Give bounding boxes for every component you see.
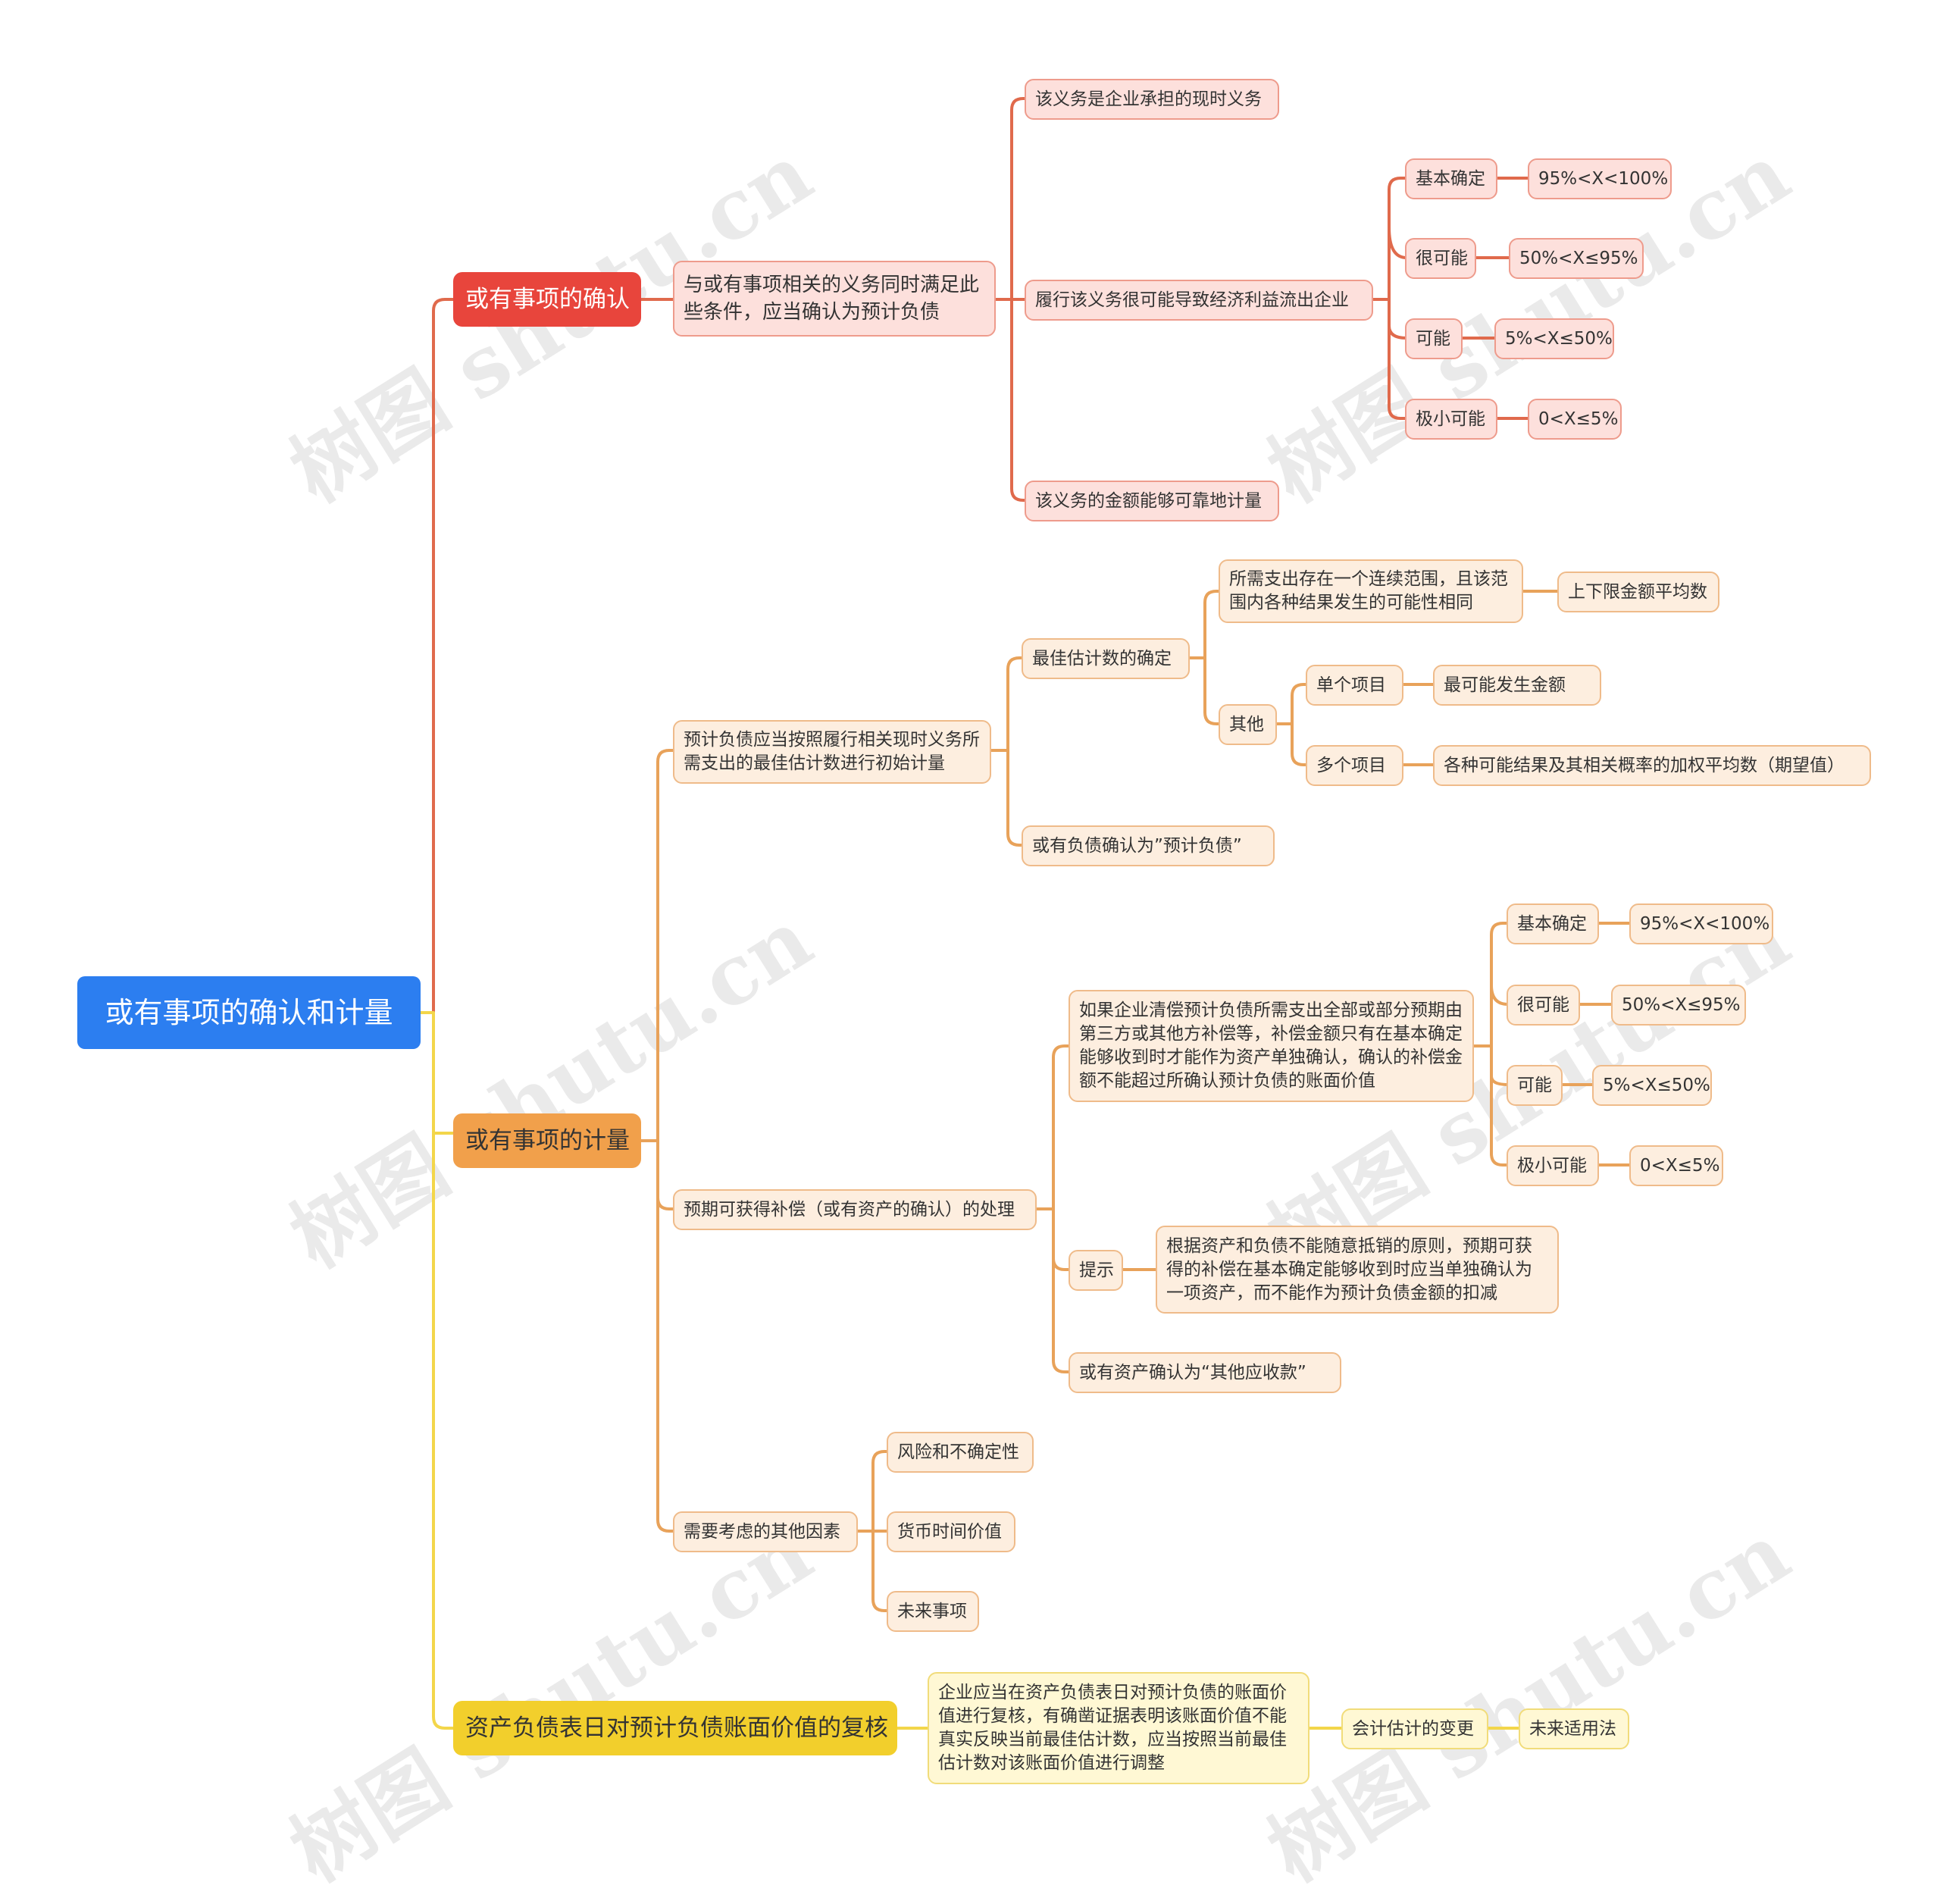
prob-label[interactable]: 很可能 [1507,985,1580,1026]
root-topic[interactable]: 或有事项的确认和计量 [77,976,421,1049]
node-contingent-liability[interactable]: 或有负债确认为”预计负债” [1022,825,1275,866]
node-time-value[interactable]: 货币时间价值 [887,1511,1015,1552]
node-compensation-text[interactable]: 如果企业清偿预计负债所需支出全部或部分预期由第三方或其他方补偿等，补偿金额只有在… [1069,990,1474,1102]
node-continuous-range[interactable]: 所需支出存在一个连续范围，且该范围内各种结果发生的可能性相同 [1219,559,1523,623]
prob-range[interactable]: 5%<X≤50% [1592,1065,1712,1106]
topic-recognition[interactable]: 或有事项的确认 [453,272,641,327]
link-c2-probs [1372,177,1408,301]
node-initial-measurement[interactable]: 预计负债应当按照履行相关现时义务所需支出的最佳估计数进行初始计量 [673,720,991,784]
node-best-estimate[interactable]: 最佳估计数的确定 [1022,638,1190,679]
node-future-events[interactable]: 未来事项 [887,1591,979,1632]
node-present-obligation[interactable]: 该义务是企业承担的现时义务 [1025,79,1279,120]
node-multi-item[interactable]: 多个项目 [1306,745,1403,786]
node-review-text[interactable]: 企业应当在资产负债表日对预计负债的账面价值进行复核，有确凿证据表明该账面价值不能… [928,1672,1310,1784]
node-single-value[interactable]: 最可能发生金额 [1433,665,1601,706]
topic-review[interactable]: 资产负债表日对预计负债账面价值的复核 [453,1701,897,1755]
prob-label[interactable]: 极小可能 [1405,399,1497,440]
prob-range[interactable]: 50%<X≤95% [1509,238,1644,279]
node-estimate-change[interactable]: 会计估计的变更 [1341,1708,1488,1749]
node-hint[interactable]: 提示 [1069,1250,1123,1291]
prob-range[interactable]: 0<X≤5% [1528,399,1622,440]
prob-label[interactable]: 基本确定 [1507,903,1599,944]
node-average[interactable]: 上下限金额平均数 [1557,572,1719,612]
link-condition-c3 [1010,298,1032,502]
connector-lines [419,97,1632,1730]
node-reliable-measure[interactable]: 该义务的金额能够可靠地计量 [1025,481,1279,521]
node-contingent-asset[interactable]: 或有资产确认为“其他应收款” [1069,1352,1341,1393]
link-root-review [432,1132,456,1730]
prob-range[interactable]: 95%<X<100% [1528,158,1672,199]
prob-range[interactable]: 5%<X≤50% [1494,318,1614,359]
topic-measurement[interactable]: 或有事项的计量 [453,1113,641,1168]
node-hint-text[interactable]: 根据资产和负债不能随意抵销的原则，预期可获得的补偿在基本确定能够收到时应当单独确… [1156,1226,1559,1314]
link-condition-c1 [994,97,1032,301]
prob-label[interactable]: 可能 [1405,318,1463,359]
link-root-recognition [419,298,456,1014]
node-prospective[interactable]: 未来适用法 [1519,1708,1629,1749]
prob-range[interactable]: 0<X≤5% [1629,1145,1723,1186]
node-recognition-condition[interactable]: 与或有事项相关的义务同时满足此些条件，应当确认为预计负债 [673,261,996,337]
prob-label[interactable]: 基本确定 [1405,158,1497,199]
node-multi-value[interactable]: 各种可能结果及其相关概率的加权平均数（期望值） [1433,745,1871,786]
node-risk[interactable]: 风险和不确定性 [887,1432,1034,1473]
node-outflow-probable[interactable]: 履行该义务很可能导致经济利益流出企业 [1025,280,1373,321]
prob-range[interactable]: 95%<X<100% [1629,903,1773,944]
node-other-factors[interactable]: 需要考虑的其他因素 [673,1511,858,1552]
prob-label[interactable]: 极小可能 [1507,1145,1599,1186]
node-other[interactable]: 其他 [1219,704,1277,745]
link-root-measurement [419,1011,456,1135]
prob-label[interactable]: 很可能 [1405,238,1476,279]
prob-label[interactable]: 可能 [1507,1065,1563,1106]
prob-range[interactable]: 50%<X≤95% [1611,985,1746,1026]
node-compensation[interactable]: 预期可获得补偿（或有资产的确认）的处理 [673,1189,1037,1230]
node-single-item[interactable]: 单个项目 [1306,665,1403,706]
